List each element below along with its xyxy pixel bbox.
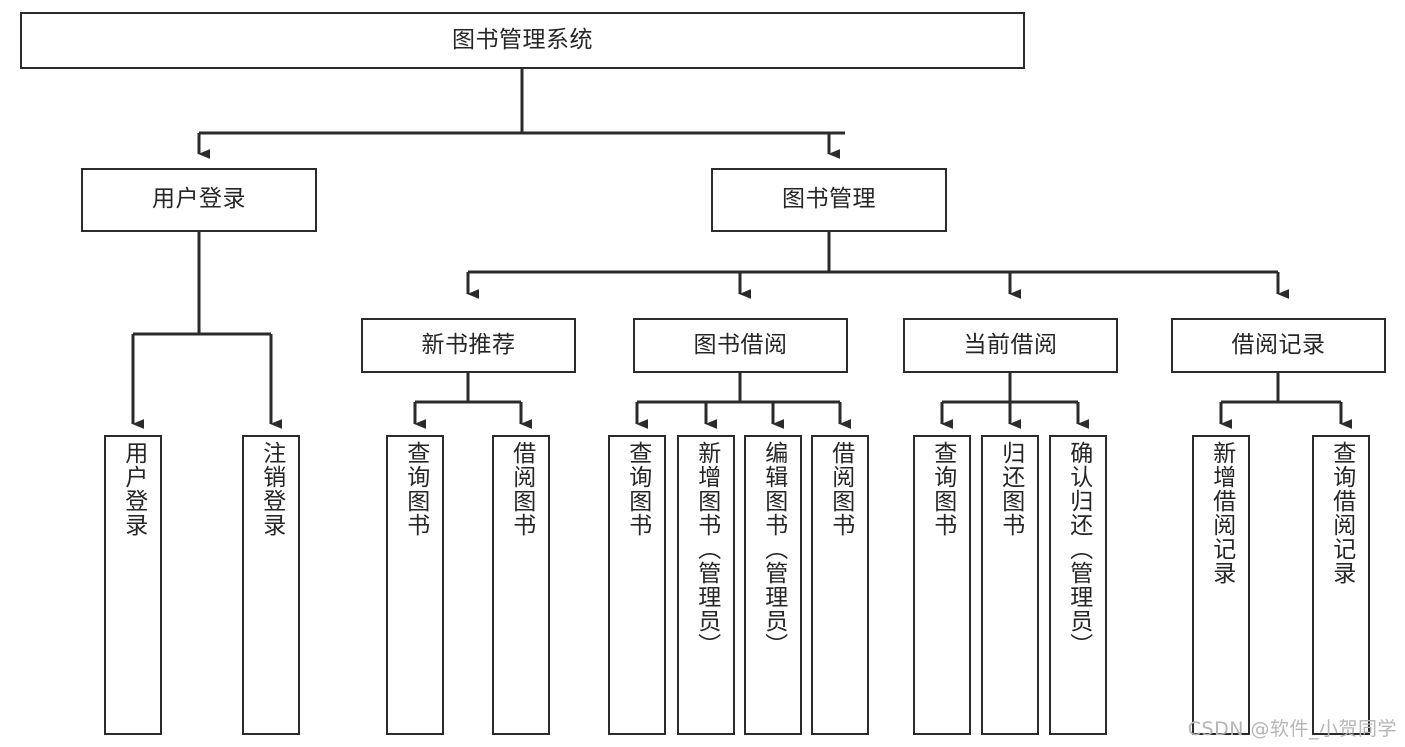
leaf-label: 编辑图书（管理员） [760,441,787,657]
node-new-book-recommend[interactable]: 新书推荐 [361,318,576,373]
leaf-label: 查询图书 [624,441,651,537]
leaf-borrow-query-book[interactable]: 查询图书 [608,435,666,735]
leaf-borrow-borrow-book[interactable]: 借阅图书 [811,435,869,735]
leaf-label: 借阅图书 [827,441,854,537]
leaf-label: 查询借阅记录 [1328,441,1355,585]
leaf-label: 用户登录 [120,441,147,537]
csdn-watermark: CSDN @软件_小贺同学 [1187,718,1397,740]
leaf-label: 新增借阅记录 [1208,441,1235,585]
leaf-current-confirm-return-admin[interactable]: 确认归还（管理员） [1049,435,1107,735]
leaf-current-return-book[interactable]: 归还图书 [981,435,1039,735]
leaf-label: 新增图书（管理员） [693,441,720,657]
node-current-borrow[interactable]: 当前借阅 [903,318,1118,373]
leaf-user-login-logout[interactable]: 注销登录 [242,435,300,735]
node-user-login[interactable]: 用户登录 [81,168,317,232]
node-borrow-record[interactable]: 借阅记录 [1171,318,1386,373]
leaf-user-login-signin[interactable]: 用户登录 [104,435,162,735]
leaf-label: 查询图书 [402,441,429,537]
leaf-label: 确认归还（管理员） [1065,441,1092,657]
leaf-record-add-record[interactable]: 新增借阅记录 [1192,435,1250,735]
leaf-label: 查询图书 [929,441,956,537]
leaf-current-query-book[interactable]: 查询图书 [913,435,971,735]
leaf-borrow-edit-book-admin[interactable]: 编辑图书（管理员） [744,435,802,735]
leaf-new-book-borrow[interactable]: 借阅图书 [492,435,550,735]
leaf-label: 注销登录 [258,441,285,537]
leaf-label: 归还图书 [997,441,1024,537]
node-root-system[interactable]: 图书管理系统 [20,12,1025,69]
node-book-borrow[interactable]: 图书借阅 [633,318,848,373]
leaf-label: 借阅图书 [508,441,535,537]
leaf-record-query-record[interactable]: 查询借阅记录 [1312,435,1370,735]
leaf-new-book-query[interactable]: 查询图书 [386,435,444,735]
leaf-borrow-add-book-admin[interactable]: 新增图书（管理员） [677,435,735,735]
node-book-management[interactable]: 图书管理 [711,168,947,232]
